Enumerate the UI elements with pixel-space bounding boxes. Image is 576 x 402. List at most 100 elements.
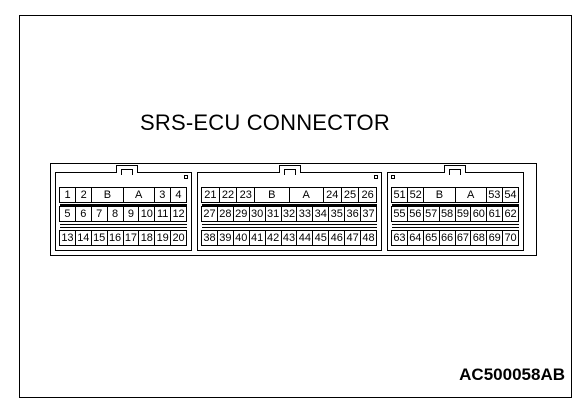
pin-cell: 56	[406, 206, 424, 222]
pin-cell: 53	[485, 187, 503, 203]
pin-cell: 14	[74, 230, 92, 246]
separator	[202, 204, 377, 206]
pin-cell: 36	[344, 206, 362, 222]
pin-cell: 67	[454, 230, 472, 246]
separator	[392, 227, 519, 228]
diagram-title: SRS-ECU CONNECTOR	[140, 110, 390, 135]
pin-cell: 66	[438, 230, 456, 246]
pin-cell: 39	[216, 230, 234, 246]
pin-cell: 46	[328, 230, 346, 246]
pin-cell: 26	[358, 187, 378, 203]
pin-cell: 43	[280, 230, 298, 246]
separator	[392, 204, 519, 206]
cavity-label: A	[122, 187, 155, 203]
pin-cell: 33	[296, 206, 314, 222]
pin-cell: 70	[502, 230, 519, 246]
separator	[392, 224, 519, 225]
lock-tab	[444, 165, 466, 175]
pin-cell: 10	[138, 206, 156, 222]
separator	[60, 224, 187, 225]
cavity-label: B	[254, 187, 290, 203]
pin-cell: 65	[422, 230, 440, 246]
pin-cell: 41	[248, 230, 266, 246]
pin-cell: 54	[501, 187, 519, 203]
pin-cell: 68	[470, 230, 488, 246]
pin-cell: 51	[391, 187, 409, 203]
pin-cell: 9	[122, 206, 140, 222]
pin-cell: 32	[280, 206, 298, 222]
latch-mark	[391, 175, 395, 179]
pin-cell: 58	[438, 206, 456, 222]
pin-cell: 60	[470, 206, 488, 222]
pin-cell: 63	[391, 230, 408, 246]
latch-mark	[184, 175, 188, 179]
separator	[60, 204, 187, 206]
connector-housing	[50, 163, 537, 256]
pin-cell: 18	[138, 230, 156, 246]
pin-cell: 29	[232, 206, 250, 222]
pin-cell: 13	[59, 230, 76, 246]
pin-cell: 61	[486, 206, 504, 222]
pin-cell: 45	[312, 230, 330, 246]
pin-cell: 23	[236, 187, 256, 203]
pin-cell: 12	[170, 206, 187, 222]
separator	[202, 227, 377, 228]
pin-cell: 44	[296, 230, 314, 246]
pin-cell: 37	[360, 206, 377, 222]
pin-cell: 25	[340, 187, 360, 203]
separator	[202, 224, 377, 225]
pin-cell: 40	[232, 230, 250, 246]
pin-cell: 21	[201, 187, 220, 203]
pin-cell: 24	[322, 187, 342, 203]
pin-cell: 16	[106, 230, 124, 246]
pin-cell: 19	[154, 230, 172, 246]
pin-cell: 42	[264, 230, 282, 246]
pin-cell: 15	[90, 230, 108, 246]
pin-cell: 30	[248, 206, 266, 222]
pin-cell: 64	[406, 230, 424, 246]
pin-cell: 38	[201, 230, 218, 246]
pin-cell: 5	[59, 206, 76, 222]
pin-cell: 17	[122, 230, 140, 246]
lock-tab	[116, 165, 138, 175]
pin-cell: 7	[90, 206, 108, 222]
pin-cell: 34	[312, 206, 330, 222]
pin-cell: 55	[391, 206, 408, 222]
pin-cell: 35	[328, 206, 346, 222]
pin-cell: 31	[264, 206, 282, 222]
pin-cell: 1	[59, 187, 77, 203]
lock-tab	[279, 165, 301, 175]
pin-cell: 48	[360, 230, 377, 246]
pin-cell: 6	[74, 206, 92, 222]
cavity-label: B	[91, 187, 124, 203]
cavity-label: A	[288, 187, 324, 203]
pin-cell: 59	[454, 206, 472, 222]
pin-cell: 11	[154, 206, 172, 222]
cavity-label: B	[423, 187, 456, 203]
separator	[60, 227, 187, 228]
pin-cell: 69	[486, 230, 504, 246]
diagram-frame	[19, 15, 572, 398]
pin-cell: 20	[170, 230, 187, 246]
pin-cell: 27	[201, 206, 218, 222]
pin-cell: 8	[106, 206, 124, 222]
pin-cell: 3	[153, 187, 171, 203]
pin-cell: 57	[422, 206, 440, 222]
cavity-label: A	[454, 187, 487, 203]
pin-cell: 62	[502, 206, 519, 222]
pin-cell: 22	[218, 187, 238, 203]
pin-cell: 52	[407, 187, 425, 203]
pin-cell: 47	[344, 230, 362, 246]
